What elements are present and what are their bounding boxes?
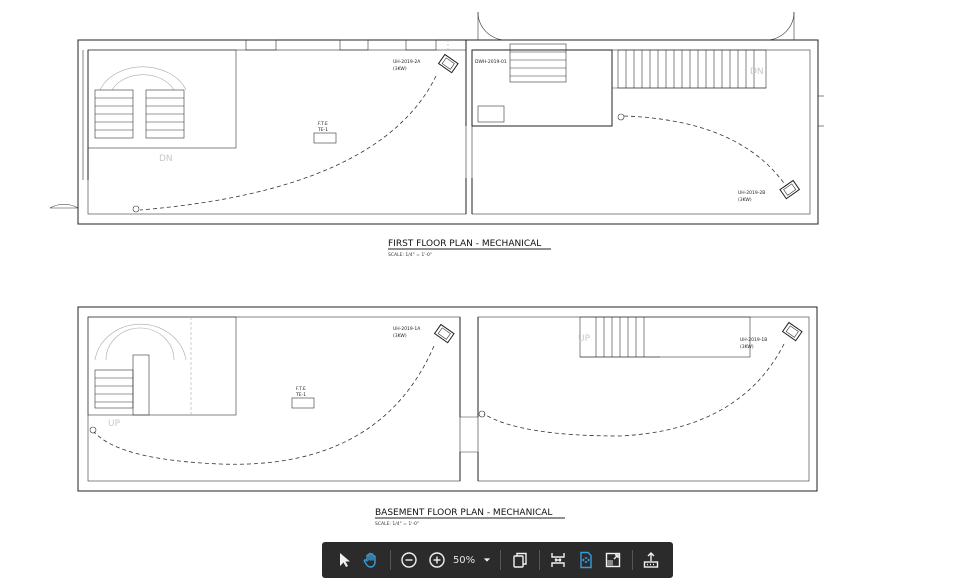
viewer-toolbar: 50%	[322, 542, 673, 578]
unit-heater-uh-2019-1a	[433, 323, 455, 344]
thermostat-icon	[132, 205, 140, 213]
control-wire-1a	[93, 345, 435, 465]
tag-uh-2019-2b: UH-2019-2B	[738, 190, 765, 196]
control-wire-2a	[139, 75, 437, 211]
fit-width-icon[interactable]	[546, 547, 571, 573]
tag-uh-2019-1b: UH-2019-1B	[740, 337, 767, 343]
zoom-level[interactable]: 50%	[452, 554, 476, 566]
basement-plan-scale: SCALE: 1/4" = 1'-0"	[375, 521, 419, 527]
fte-label: F.T.E	[318, 121, 328, 127]
top-door-left	[477, 11, 507, 41]
basement-plan-title: BASEMENT FLOOR PLAN - MECHANICAL	[375, 508, 552, 518]
tag-uh-2019-1a: UH-2019-1A	[393, 326, 421, 332]
stair-label-dn-right: DN	[750, 67, 764, 77]
toolbar-separator	[538, 550, 540, 570]
toolbar-separator	[631, 550, 633, 570]
tag-uh-2019-1a-kw: (3KW)	[393, 333, 407, 339]
first-floor-plan: DN DN	[49, 11, 824, 258]
stair-label-up-left: UP	[108, 419, 121, 429]
select-arrow-icon[interactable]	[331, 547, 356, 573]
export-icon[interactable]	[639, 547, 664, 573]
basement-left-room	[87, 316, 461, 482]
control-wire-1b	[483, 343, 785, 437]
first-floor-stair-enclosure	[87, 49, 237, 149]
first-floor-plan-scale: SCALE: 1/4" = 1'-0"	[388, 252, 432, 258]
thermostat-icon	[89, 426, 97, 434]
zoom-in-icon[interactable]	[424, 547, 449, 573]
te-label: TE-1	[317, 127, 328, 133]
unit-heater-uh-2019-2b	[779, 179, 801, 200]
thermostat-icon	[617, 113, 625, 121]
chevron-down-icon[interactable]	[478, 547, 496, 573]
fte-label-basement: F.T.E	[296, 386, 306, 392]
first-floor-stair-right	[612, 49, 767, 89]
page-view-icon[interactable]	[507, 547, 532, 573]
te-label-basement: TE-1	[295, 392, 306, 398]
tag-dwh-2019-01: DWH-2019-01	[475, 59, 507, 65]
unit-heater-uh-2019-2a	[437, 53, 459, 74]
toolbar-separator	[500, 550, 502, 570]
first-floor-stair-left	[94, 89, 185, 139]
basement-stair-left	[94, 354, 150, 416]
toolbar-separator	[389, 550, 391, 570]
hand-pan-icon[interactable]	[358, 547, 383, 573]
unit-heater-uh-2019-1b	[781, 321, 803, 342]
basement-stair-enclosure	[87, 316, 237, 416]
top-door-right	[765, 11, 795, 41]
stair-label-dn-left: DN	[159, 154, 173, 164]
fit-page-icon[interactable]	[573, 547, 598, 573]
first-floor-plan-title: FIRST FLOOR PLAN - MECHANICAL	[388, 239, 541, 249]
full-screen-icon[interactable]	[600, 547, 625, 573]
control-wire-2b	[623, 115, 787, 187]
stair-label-up-right: UP	[578, 334, 591, 344]
left-entry-door	[49, 204, 79, 209]
tag-uh-2019-2a: UH-2019-2A	[393, 59, 421, 65]
thermostat-icon	[478, 410, 486, 418]
basement-floor-plan: UP UP UH-2019-1A (3KW) UH-2019-1B (3KW) …	[77, 306, 818, 527]
tag-uh-2019-2b-kw: (3KW)	[738, 197, 752, 203]
zoom-out-icon[interactable]	[397, 547, 422, 573]
tag-uh-2019-1b-kw: (3KW)	[740, 344, 754, 350]
tag-uh-2019-2a-kw: (3KW)	[393, 66, 407, 72]
basement-stair-right	[579, 316, 751, 358]
basement-outer-wall	[77, 306, 818, 492]
